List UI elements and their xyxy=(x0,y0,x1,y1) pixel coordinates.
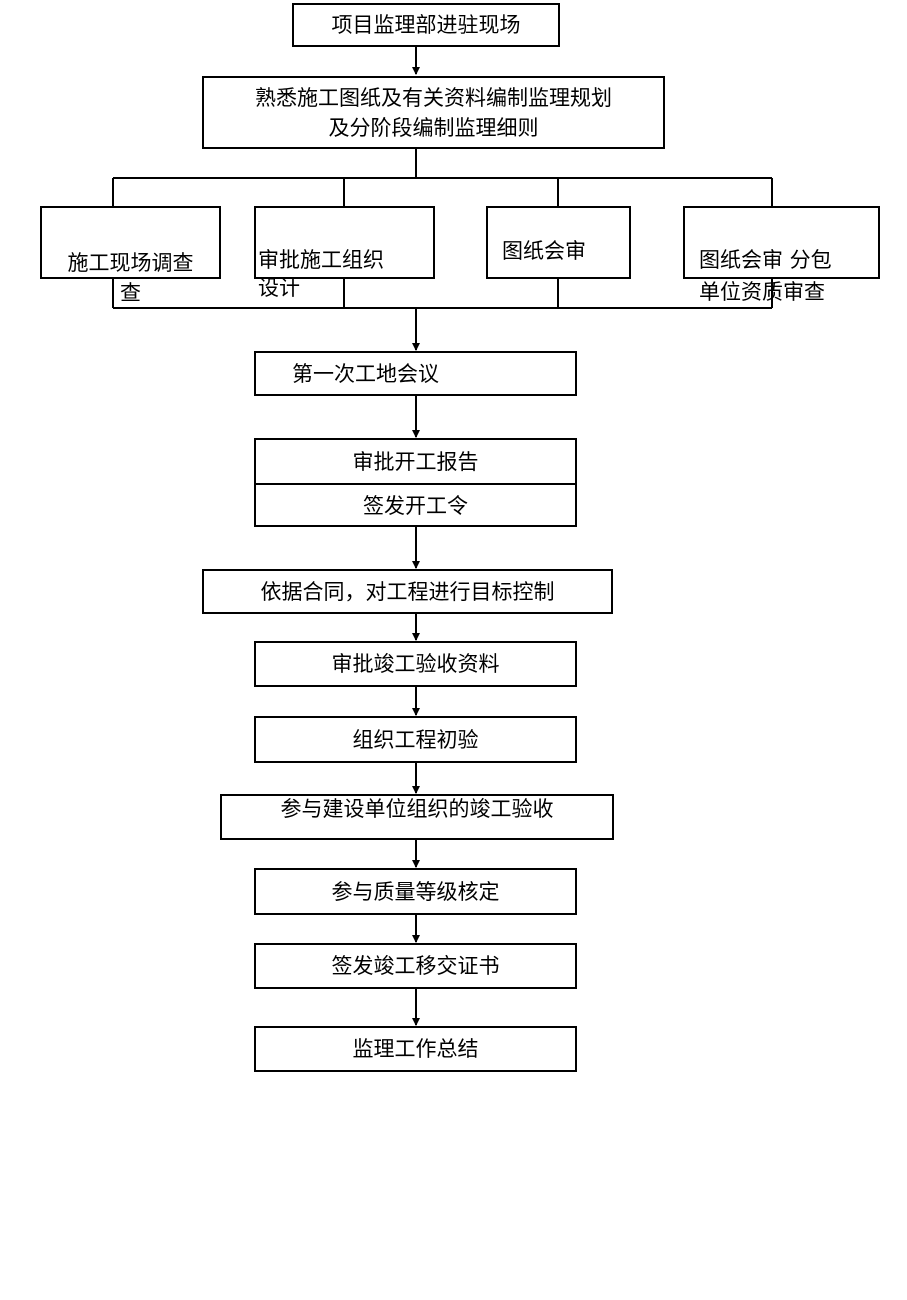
step-enter-site: 项目监理部进驻现场 xyxy=(292,3,560,47)
step-approve-completion-docs: 审批竣工验收资料 xyxy=(254,641,577,687)
step-approve-completion-docs-label: 审批竣工验收资料 xyxy=(331,652,500,676)
parallel-drawing-review-label: 图纸会审 xyxy=(502,239,586,263)
step-work-summary: 监理工作总结 xyxy=(254,1026,577,1072)
step-start-approval: 审批开工报告 签发开工令 xyxy=(254,438,577,527)
step-preliminary-inspection-label: 组织工程初验 xyxy=(352,727,479,752)
step-first-meeting: 第一次工地会议 xyxy=(254,351,577,396)
step-prepare-plan-label: 熟悉施工图纸及有关资料编制监理规划 及分阶段编制监理细则 xyxy=(255,85,612,140)
step-preliminary-inspection: 组织工程初验 xyxy=(254,716,577,763)
step-handover-certificate-label: 签发竣工移交证书 xyxy=(331,954,500,978)
parallel-subcontractor-review-label: 图纸会审 分包 单位资质审查 xyxy=(699,248,832,304)
step-quality-rating: 参与质量等级核定 xyxy=(254,868,577,915)
step-enter-site-label: 项目监理部进驻现场 xyxy=(331,13,521,37)
parallel-subcontractor-review: 图纸会审 分包 单位资质审查 xyxy=(683,206,880,304)
step-approve-start-report: 审批开工报告 xyxy=(256,440,575,485)
parallel-site-survey-label: 施工现场调查 查 xyxy=(67,251,194,305)
parallel-approve-design: 审批施工组织 设计 xyxy=(254,206,435,300)
step-approve-start-report-label: 审批开工报告 xyxy=(352,449,479,474)
step-contract-control: 依据合同，对工程进行目标控制 xyxy=(202,569,613,614)
step-completion-acceptance: 参与建设单位组织的竣工验收 xyxy=(220,794,614,840)
step-issue-start-order: 签发开工令 xyxy=(256,485,575,527)
step-issue-start-order-label: 签发开工令 xyxy=(363,494,468,518)
step-work-summary-label: 监理工作总结 xyxy=(352,1037,479,1061)
parallel-approve-design-label: 审批施工组织 设计 xyxy=(258,248,384,300)
step-completion-acceptance-label: 参与建设单位组织的竣工验收 xyxy=(280,797,554,821)
step-prepare-plan: 熟悉施工图纸及有关资料编制监理规划 及分阶段编制监理细则 xyxy=(202,76,665,149)
step-contract-control-label: 依据合同，对工程进行目标控制 xyxy=(260,579,555,604)
step-quality-rating-label: 参与质量等级核定 xyxy=(331,879,500,904)
step-first-meeting-label: 第一次工地会议 xyxy=(292,361,439,386)
parallel-drawing-review: 图纸会审 xyxy=(486,206,631,279)
step-handover-certificate: 签发竣工移交证书 xyxy=(254,943,577,989)
parallel-site-survey: 施工现场调查 查 xyxy=(40,206,221,305)
